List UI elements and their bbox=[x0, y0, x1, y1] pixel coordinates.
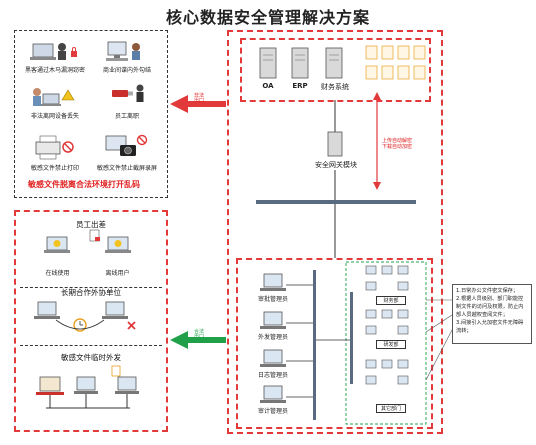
finance-server-icon bbox=[325, 47, 343, 79]
finance-computers bbox=[365, 265, 409, 291]
computer-icon bbox=[102, 301, 128, 319]
employee-icon bbox=[136, 84, 144, 102]
dept-other: 其它部门 bbox=[376, 404, 406, 413]
policy-note: 1.日常办公文件密文保存； 2.根据人员级别、部门职能控制文件的访问及权限，防止… bbox=[452, 284, 532, 344]
online-use-label: 在线使用 bbox=[45, 270, 70, 277]
lock-icon bbox=[71, 47, 77, 57]
spy-icon bbox=[132, 43, 140, 60]
online-laptop-icon bbox=[44, 236, 70, 253]
send-admin-label: 外发管理员 bbox=[257, 334, 288, 341]
document-lock-icon bbox=[89, 229, 100, 242]
finance-label: 财务系统 bbox=[321, 83, 349, 91]
dept-finance: 财务部 bbox=[376, 296, 406, 305]
department-zone bbox=[345, 261, 427, 425]
dept-rnd: 研发部 bbox=[376, 340, 406, 349]
gateway-server-icon bbox=[327, 131, 343, 157]
temp-send-section-title: 敏感文件临时外发 bbox=[61, 353, 121, 362]
erp-label: ERP bbox=[292, 82, 308, 90]
main-network-bus bbox=[256, 200, 416, 204]
computer-icon bbox=[74, 376, 98, 394]
rnd-computers bbox=[365, 309, 409, 335]
admin-computer-icon bbox=[260, 311, 286, 329]
person-laptop-icon bbox=[33, 88, 61, 106]
offline-user-label: 离线用户 bbox=[105, 270, 130, 277]
audit-admin-label: 审计管理员 bbox=[257, 408, 288, 415]
approval-admin-label: 审批管理员 bbox=[257, 296, 288, 303]
admin-bus bbox=[313, 270, 316, 420]
camera-icon bbox=[120, 145, 136, 156]
admin-computer-icon bbox=[260, 385, 286, 403]
erp-server-icon bbox=[291, 47, 309, 79]
oa-server-icon bbox=[259, 47, 277, 79]
other-computers bbox=[365, 359, 409, 385]
document-icon bbox=[111, 365, 121, 377]
section-divider-1 bbox=[20, 287, 162, 288]
section-divider-2 bbox=[20, 345, 162, 346]
computer-icon bbox=[34, 301, 60, 319]
computer-icon bbox=[115, 376, 139, 394]
risk-panel bbox=[14, 30, 168, 198]
forbidden-icon bbox=[136, 134, 148, 146]
forbidden-icon bbox=[62, 141, 74, 153]
offline-panel bbox=[14, 210, 168, 432]
risk-label-hacker: 黑客通过木马漏洞窃密 bbox=[24, 67, 85, 74]
file-stack-icon bbox=[365, 45, 426, 80]
encryption-arrow bbox=[373, 92, 381, 190]
travel-section-title: 员工出差 bbox=[76, 220, 106, 229]
risk-label-device-lost: 非法离网设备丢失 bbox=[30, 113, 79, 120]
note-line: 1.日常办公文件密文保存； bbox=[456, 288, 519, 294]
note-line: 2.根据人员级别、部门职能控制文件的访问及权限，防止内部人员越权查阅文件； bbox=[456, 296, 524, 318]
note-pointer bbox=[425, 329, 453, 381]
note-pointer bbox=[425, 314, 453, 333]
forbidden-icon bbox=[127, 321, 136, 330]
note-line: 3.间接引入允加密文件无障碍流转； bbox=[456, 320, 524, 334]
clock-icon bbox=[73, 318, 87, 332]
admin-computer-icon bbox=[260, 273, 286, 291]
computer-icon bbox=[36, 376, 64, 395]
computer-icon bbox=[106, 41, 128, 61]
risk-label-no-print: 敏感文件禁止打印 bbox=[30, 165, 79, 172]
log-admin-label: 日志管理员 bbox=[257, 372, 288, 379]
oa-label: OA bbox=[262, 82, 274, 90]
legal-exit-arrow bbox=[170, 331, 226, 349]
risk-label-no-screen: 敏感文件禁止截屏录屏 bbox=[96, 165, 157, 172]
usb-drive-icon bbox=[112, 90, 133, 97]
partner-section-title: 长期合作外协单位 bbox=[61, 288, 121, 297]
warning-icon bbox=[61, 89, 75, 101]
gateway-note: 上传自动解密 下载自动加密 bbox=[382, 138, 413, 150]
internal-network-panel bbox=[227, 30, 443, 434]
page-title: 核心数据安全管理解决方案 bbox=[165, 8, 370, 27]
legal-exit-label: 合法出口 bbox=[194, 329, 205, 340]
department-bus bbox=[350, 292, 353, 384]
laptop-icon bbox=[30, 43, 56, 60]
offline-laptop-icon bbox=[105, 236, 131, 253]
illegal-exit-arrow bbox=[170, 95, 226, 113]
hacker-icon bbox=[58, 43, 66, 60]
illegal-exit-label: 非法出口 bbox=[194, 93, 205, 104]
gateway-label: 安全网关模块 bbox=[315, 161, 357, 169]
garbled-warning: 敏感文件脱离合法环境打开乱码 bbox=[28, 180, 140, 189]
printer-icon bbox=[35, 135, 61, 160]
risk-label-spy: 商业间谍内外勾结 bbox=[102, 67, 151, 74]
admin-computer-icon bbox=[260, 349, 286, 367]
risk-label-employee-leave: 员工离职 bbox=[114, 113, 139, 120]
transfer-line bbox=[55, 319, 105, 330]
client-area-box bbox=[236, 258, 433, 429]
